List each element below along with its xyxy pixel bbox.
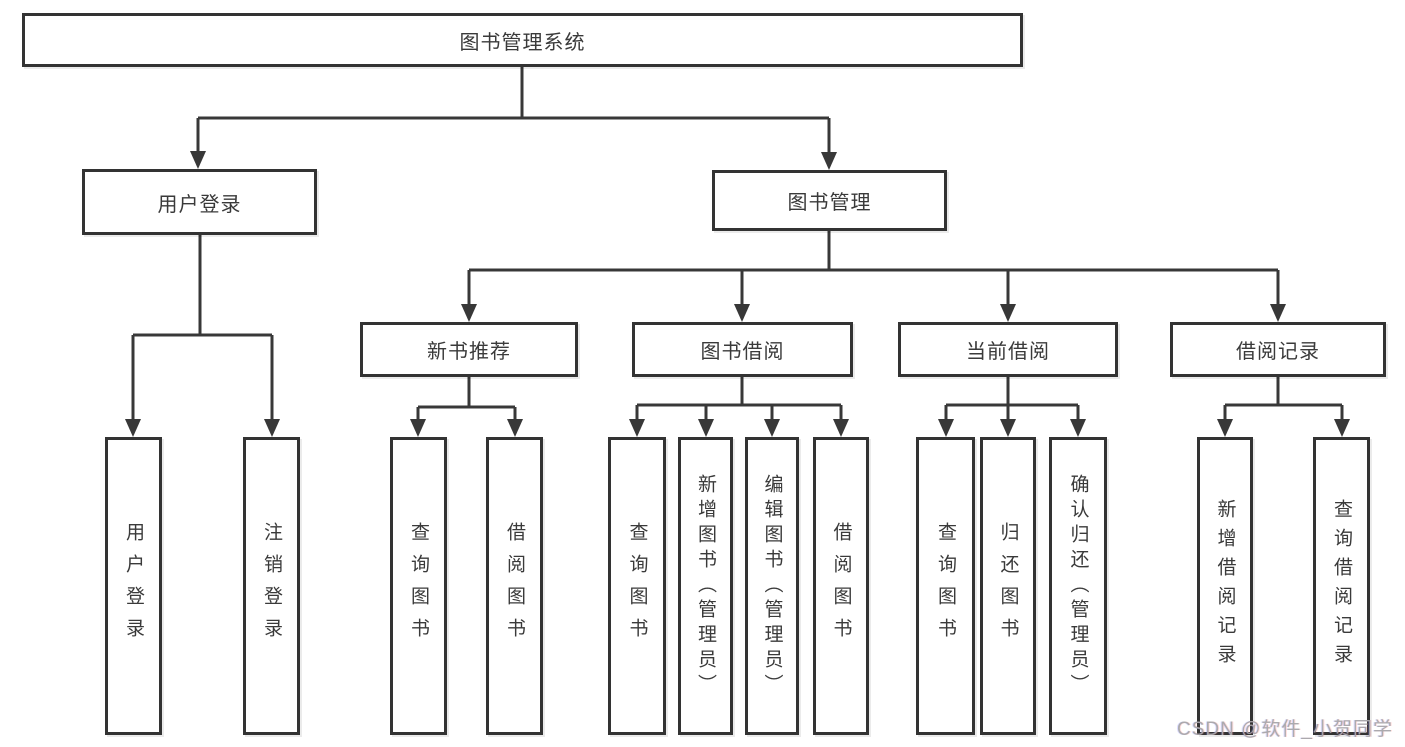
node-book-borrow: 图书借阅: [632, 322, 853, 377]
node-user-login: 用户登录: [82, 169, 317, 235]
node-library-management-system: 图书管理系统: [22, 13, 1023, 67]
node-label: 借阅图书: [504, 522, 525, 650]
leaf-borrow-book: 借阅图书: [813, 437, 869, 735]
leaf-confirm-return-admin: 确认归还（管理员）: [1049, 437, 1107, 735]
leaf-query-borrow-record: 查询借阅记录: [1313, 437, 1370, 735]
node-label: 图书借阅: [700, 341, 785, 363]
leaf-add-borrow-record: 新增借阅记录: [1197, 437, 1253, 735]
node-label: 图书管理: [787, 192, 872, 214]
node-label: 借阅记录: [1236, 341, 1320, 363]
leaf-edit-book-admin: 编辑图书（管理员）: [745, 437, 799, 735]
node-label: 编辑图书（管理员）: [761, 473, 783, 699]
node-label: 查询图书: [935, 522, 956, 650]
node-book-management: 图书管理: [712, 170, 947, 231]
leaf-recommend-query-book: 查询图书: [390, 437, 447, 735]
leaf-current-query-book: 查询图书: [916, 437, 975, 735]
node-label: 图书管理系统: [459, 31, 586, 54]
node-label: 查询借阅记录: [1331, 499, 1352, 673]
leaf-borrow-query-book: 查询图书: [608, 437, 666, 735]
leaf-user-login: 用户登录: [105, 437, 162, 735]
node-label: 查询图书: [626, 522, 648, 650]
node-label: 查询图书: [408, 522, 429, 650]
node-current-borrow: 当前借阅: [898, 322, 1118, 377]
leaf-return-book: 归还图书: [980, 437, 1036, 735]
node-label: 新增图书（管理员）: [695, 473, 716, 699]
leaf-add-book-admin: 新增图书（管理员）: [678, 437, 733, 735]
node-new-book-recommend: 新书推荐: [360, 322, 578, 377]
node-label: 确认归还（管理员）: [1067, 473, 1089, 699]
node-label: 用户登录: [123, 522, 144, 650]
node-label: 当前借阅: [966, 341, 1050, 363]
node-label: 注销登录: [261, 522, 282, 650]
leaf-recommend-borrow-book: 借阅图书: [486, 437, 543, 735]
node-label: 新书推荐: [427, 341, 511, 363]
node-label: 用户登录: [157, 193, 242, 216]
node-label: 新增借阅记录: [1214, 499, 1236, 673]
node-borrow-records: 借阅记录: [1170, 322, 1386, 377]
node-label: 借阅图书: [830, 522, 852, 650]
leaf-logout: 注销登录: [243, 437, 300, 735]
node-label: 归还图书: [997, 522, 1019, 650]
